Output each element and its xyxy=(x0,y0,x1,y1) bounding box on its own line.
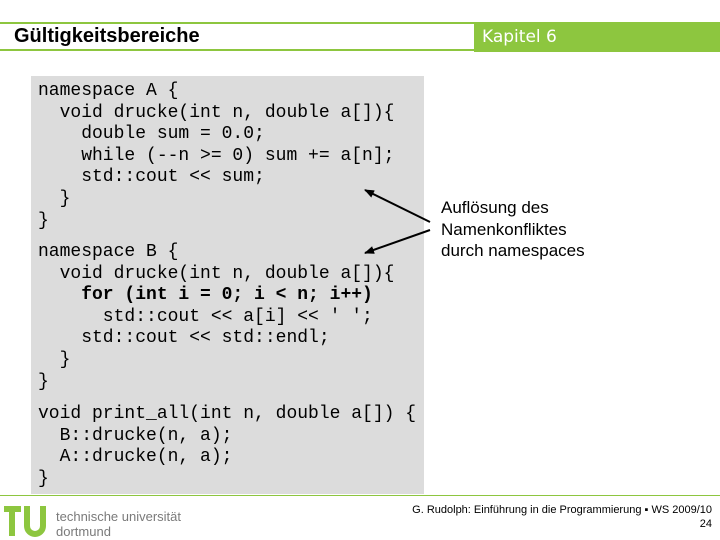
logo-line1: technische universität xyxy=(56,509,181,524)
annotation-line: Auflösung des xyxy=(441,198,549,217)
footer-rule xyxy=(0,495,720,496)
annotation-line: Namenkonfliktes xyxy=(441,219,567,239)
chapter-label: Kapitel 6 xyxy=(482,27,557,47)
code-line: void print_all(int n, double a[]) { xyxy=(38,404,417,424)
logo-line2: dortmund xyxy=(56,524,111,538)
code-line: namespace A { xyxy=(38,81,179,101)
annotation-line: durch namespaces xyxy=(441,241,585,260)
slide-title: Gültigkeitsbereiche xyxy=(14,25,200,47)
code-line: double sum = 0.0; xyxy=(38,124,265,145)
code-line: void drucke(int n, double a[]){ xyxy=(38,263,395,284)
header-rule xyxy=(0,22,720,24)
header-bottom-rule xyxy=(0,49,474,51)
page-number: 24 xyxy=(699,518,712,530)
code-block: namespace A { void drucke(int n, double … xyxy=(31,76,424,494)
code-line: namespace B { xyxy=(38,242,179,262)
chapter-badge: Kapitel 6 xyxy=(474,22,720,52)
code-line: } xyxy=(38,468,49,489)
footer-citation: G. Rudolph: Einführung in die Programmie… xyxy=(412,503,712,531)
tu-dortmund-logo: technische universität dortmund xyxy=(4,506,181,538)
code-line: std::cout << std::endl; xyxy=(38,328,330,349)
citation-text: G. Rudolph: Einführung in die Programmie… xyxy=(412,504,712,516)
code-line: void drucke(int n, double a[]){ xyxy=(38,102,395,123)
code-line: for (int i = 0; i < n; i++) xyxy=(38,285,373,306)
code-line: A::drucke(n, a); xyxy=(38,447,233,468)
code-line: while (--n >= 0) sum += a[n]; xyxy=(38,145,395,166)
code-line: B::drucke(n, a); xyxy=(38,425,233,446)
code-line: } xyxy=(38,189,71,209)
code-line: } xyxy=(38,210,49,231)
code-line: std::cout << a[i] << ' '; xyxy=(38,306,373,327)
annotation-text: Auflösung des Namenkonfliktes durch name… xyxy=(441,197,585,262)
tu-mark-icon xyxy=(4,506,46,537)
code-line: } xyxy=(38,350,71,370)
code-line: } xyxy=(38,371,49,392)
code-line: std::cout << sum; xyxy=(38,167,265,188)
